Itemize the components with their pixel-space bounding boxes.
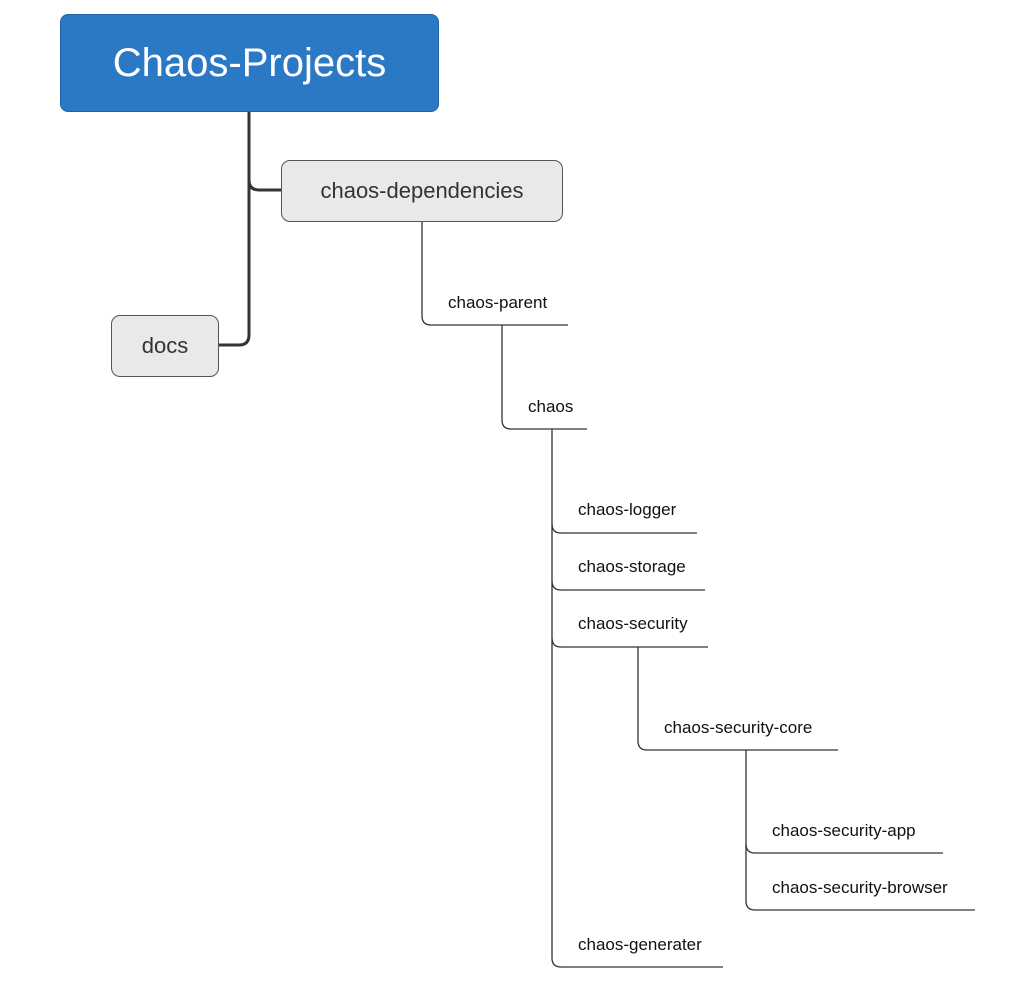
node-chaos-security-browser[interactable]: chaos-security-browser (772, 878, 948, 897)
node-chaos-generater[interactable]: chaos-generater (578, 935, 702, 954)
node-chaos-logger[interactable]: chaos-logger (578, 500, 677, 519)
connector-core-trunk (745, 750, 975, 911)
connector-chaos-to-security (551, 637, 708, 648)
connector-chaos-to-storage (551, 580, 705, 591)
root-node[interactable]: Chaos-Projects (60, 14, 439, 112)
connector-root-to-dependencies (247, 178, 283, 192)
node-chaos[interactable]: chaos (528, 397, 574, 416)
node-chaos-dependencies[interactable]: chaos-dependencies (281, 160, 563, 222)
connector-dependencies-to-parent (421, 222, 568, 326)
node-label: chaos-dependencies (320, 178, 524, 203)
node-chaos-parent[interactable]: chaos-parent (448, 293, 548, 312)
node-label: docs (141, 333, 189, 358)
connector-chaos-trunk (551, 429, 723, 968)
node-chaos-security-app[interactable]: chaos-security-app (772, 821, 916, 840)
connector-parent-to-chaos (501, 325, 587, 430)
connector-core-to-app (745, 843, 943, 854)
connector-root-to-docs (217, 110, 251, 347)
connector-security-to-core (637, 647, 838, 751)
root-label: Chaos-Projects (112, 40, 387, 85)
connector-chaos-to-logger (551, 523, 697, 534)
node-chaos-security-core[interactable]: chaos-security-core (664, 718, 813, 737)
node-docs[interactable]: docs (111, 315, 219, 377)
node-chaos-security[interactable]: chaos-security (578, 614, 688, 633)
node-chaos-storage[interactable]: chaos-storage (578, 557, 686, 576)
